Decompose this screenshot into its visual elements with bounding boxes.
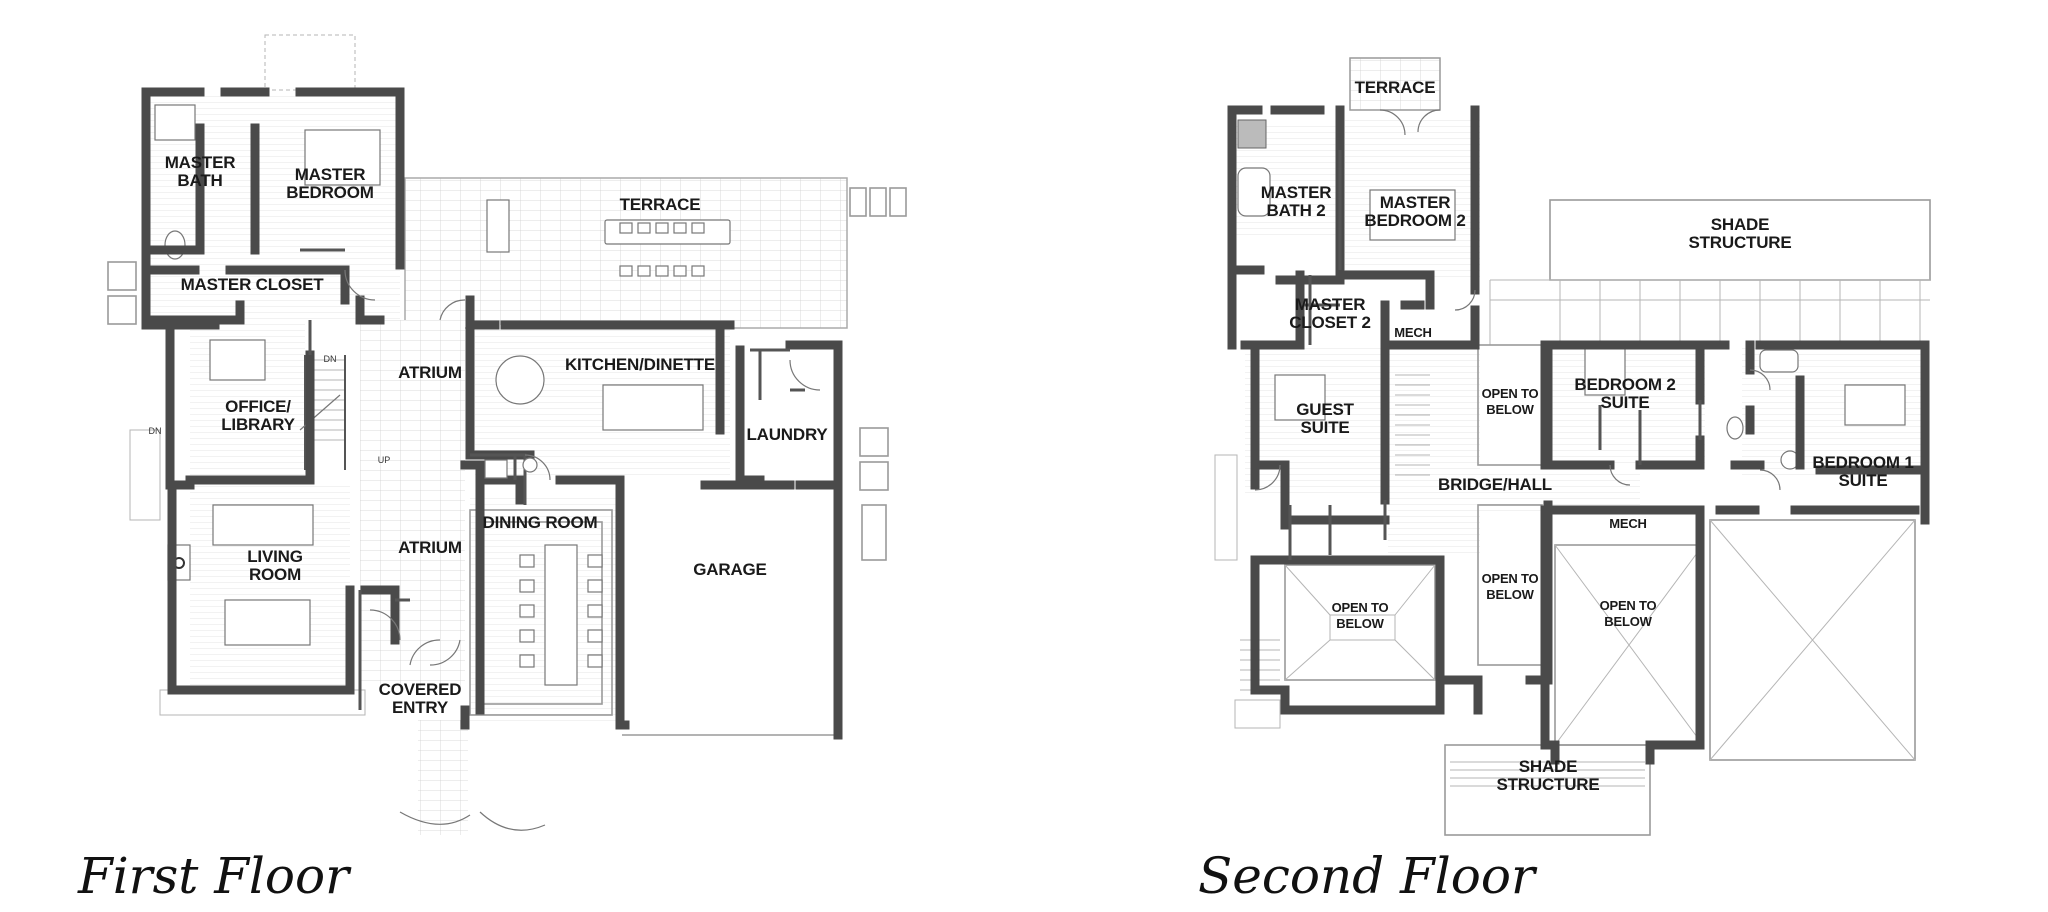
ff-kitchen-dinette-label: KITCHEN/DINETTE (565, 355, 715, 374)
ff-office-library-label: OFFICE/LIBRARY (221, 397, 295, 434)
ff-stair-up-label: UP (378, 455, 391, 465)
ff-title: First Floor (77, 847, 352, 905)
ff-terrace-label: TERRACE (620, 195, 701, 214)
ff-atrium-area (360, 320, 465, 690)
ff-side-dn-label: DN (149, 426, 162, 436)
sf-terrace-label: TERRACE (1355, 78, 1436, 97)
sf-bridge-hall-label: BRIDGE/HALL (1438, 475, 1552, 494)
ff-master-closet-label: MASTER CLOSET (181, 275, 325, 294)
ff-terrace-area (404, 177, 848, 329)
ff-stair-dn-label: DN (324, 354, 337, 364)
ff-garage-label: GARAGE (693, 560, 766, 579)
sf-title: Second Floor (1198, 847, 1538, 905)
ff-entry-walk (418, 720, 468, 835)
ff-atrium-lower-label: ATRIUM (398, 538, 462, 557)
ff-atrium-upper-label: ATRIUM (398, 363, 462, 382)
ff-laundry-label: LAUNDRY (746, 425, 828, 444)
ff-garage-floor (622, 488, 837, 728)
ff-dining-room-label: DINING ROOM (483, 513, 598, 532)
sf-mech-lower-label: MECH (1609, 516, 1646, 531)
sf-mech-upper-label: MECH (1394, 325, 1431, 340)
ff-walls (141, 87, 843, 740)
